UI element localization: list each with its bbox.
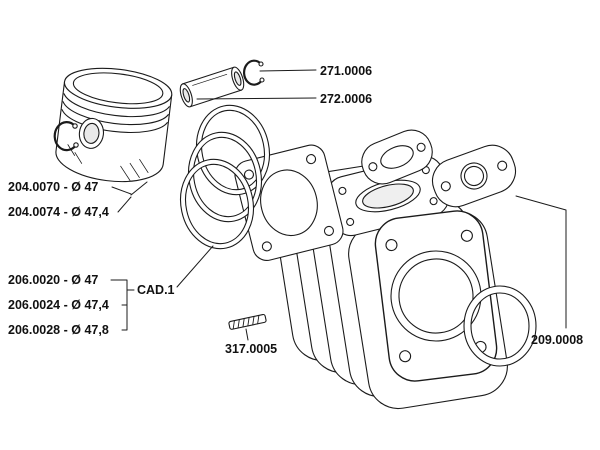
cylinder-bore-outer [390, 250, 482, 342]
stud [228, 313, 267, 330]
bolt-hole [385, 238, 398, 252]
bolt-hole [460, 229, 473, 242]
piston-circlip [53, 121, 79, 152]
cylinder [272, 155, 508, 410]
manifold-gasket-small [361, 129, 433, 185]
manifold-gasket-large [431, 144, 517, 208]
stud-hole [429, 197, 438, 206]
ring-groove [62, 101, 169, 126]
ring-groove [63, 93, 170, 118]
leader-piston-bracket [111, 181, 148, 213]
gasket-port-hole [460, 162, 488, 190]
label-piston-pin: 272.0006 [320, 92, 372, 106]
piston-rings [180, 104, 270, 250]
piston-pin [179, 66, 245, 108]
cylinder-bore-inner [398, 258, 474, 334]
label-piston-474: 204.0074 - Ø 47,4 [8, 205, 109, 219]
stud-threads [232, 314, 260, 330]
bolt-hole [416, 142, 426, 152]
pin-circlip [242, 59, 265, 86]
bolt-hole [497, 160, 508, 171]
base-gasket-bore [260, 169, 318, 237]
o-ring [463, 285, 537, 367]
ring-groove [61, 109, 168, 133]
bolt-hole [306, 154, 317, 165]
label-stud: 317.0005 [225, 342, 277, 356]
stud-hole [338, 186, 347, 195]
bolt-hole [243, 169, 255, 180]
bolt-hole [399, 350, 412, 363]
bolt-hole [323, 225, 335, 236]
leader-stud [245, 328, 249, 341]
stud-hole [346, 217, 355, 226]
label-piston-47: 204.0070 - Ø 47 [8, 180, 98, 194]
leader-gasket-set [515, 195, 567, 329]
leader-rings-bracket [110, 279, 135, 331]
label-gasket-set: 209.0008 [531, 333, 583, 347]
leader-lines [110, 69, 567, 341]
piston-ring [188, 131, 262, 223]
piston-ring [196, 104, 270, 196]
label-rings-478: 206.0028 - Ø 47,8 [8, 323, 109, 337]
label-cad: CAD.1 [137, 283, 175, 297]
piston-ring [180, 158, 254, 250]
gasket-port-hole [380, 145, 414, 169]
piston-hatching [67, 144, 149, 181]
bolt-hole [261, 241, 272, 252]
label-rings-47: 206.0020 - Ø 47 [8, 273, 98, 287]
piston-crown [63, 67, 173, 109]
leader-piston-pin [196, 97, 317, 100]
leader-cad-to-rings [176, 245, 214, 288]
piston [55, 67, 173, 183]
label-rings-474: 206.0024 - Ø 47,4 [8, 298, 109, 312]
bolt-hole [368, 162, 378, 172]
label-pin-circlip: 271.0006 [320, 64, 372, 78]
leader-pin-circlip [259, 69, 317, 72]
bolt-hole [440, 181, 451, 192]
